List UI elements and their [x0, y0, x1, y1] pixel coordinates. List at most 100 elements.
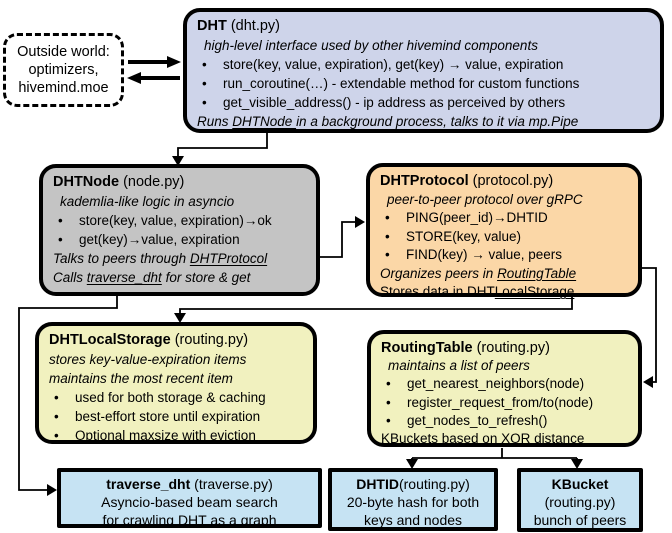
dhtlocalstorage-subtitle: maintains the most recent item	[49, 371, 233, 386]
dhtnode-subtitle: kademlia-like logic in asyncio	[60, 194, 235, 209]
dhtlocalstorage-box: DHTLocalStorage (routing.py) stores key-…	[35, 322, 317, 444]
dhtlocalstorage-title: DHTLocalStorage (routing.py)	[49, 331, 305, 350]
dhtprotocol-subtitle: peer-to-peer protocol over gRPC	[387, 191, 583, 207]
routingtable-title: RoutingTable (routing.py)	[381, 339, 630, 357]
arrowhead-left	[127, 72, 141, 84]
dhtlocalstorage-class-name: DHTLocalStorage	[49, 332, 171, 348]
bullet-icon: •	[58, 213, 63, 228]
dhtnode-class-name: DHTNode	[53, 174, 120, 190]
dht-file-name: (dht.py)	[230, 18, 281, 34]
dht-title: DHT (dht.py)	[197, 17, 652, 36]
dhtlocalstorage-bullet: •best-effort store until expiration	[49, 407, 305, 426]
routingtable-footer-note: KBuckets based on XOR distance	[381, 431, 585, 447]
link-traverse-dht: traverse_dht	[86, 270, 162, 285]
outside-world-box: Outside world: optimizers, hivemind.moe	[3, 33, 124, 107]
outside-world-line: Outside world:	[17, 44, 110, 60]
note-text: Organizes peers in	[380, 265, 498, 281]
routingtable-class-name: RoutingTable	[381, 340, 473, 356]
kbucket-box: KBucket (routing.py) bunch of peers	[517, 468, 643, 532]
dhtid-class-name: DHTID	[356, 476, 399, 492]
bullet-text: store(key, value, expiration)→ok	[79, 213, 272, 228]
note-text: Talks to peers through	[53, 251, 190, 266]
kbucket-file-name: (routing.py)	[544, 494, 616, 510]
link-dhtnode: DHTNode	[232, 114, 297, 129]
dhtnode-note-protocol: Talks to peers through DHTProtocol	[53, 249, 308, 268]
dhtnode-note-traverse: Calls traverse_dht for store & get	[53, 268, 308, 287]
traverse-dht-file-name: (traverse.py)	[194, 476, 273, 492]
dhtid-file-name: (routing.py)	[398, 476, 470, 492]
bullet-icon: •	[202, 57, 207, 72]
bullet-text: get_visible_address() - ip address as pe…	[223, 95, 566, 110]
traverse-dht-title: traverse_dht (traverse.py)	[61, 475, 318, 493]
dhtprotocol-bullet: • FIND(key) → value, peers	[380, 246, 630, 265]
arrowhead-right	[167, 56, 181, 68]
bullet-icon: •	[386, 412, 391, 428]
routingtable-bullet: •register_request_from/to(node)	[381, 394, 630, 412]
bullet-icon: •	[386, 394, 391, 410]
dht-subtitle: high-level interface used by other hivem…	[204, 38, 538, 53]
dhtlocalstorage-file-name: (routing.py)	[174, 332, 249, 348]
dhtprotocol-file-name: (protocol.py)	[472, 173, 554, 189]
dhtprotocol-bullet: •STORE(key, value)	[380, 228, 630, 247]
note-text: Stores data in DHT	[380, 284, 495, 299]
outside-world-line: hivemind.moe	[18, 80, 109, 96]
traverse-dht-line: Asyncio-based beam search	[101, 494, 278, 510]
bullet-text: FIND(key) → value, peers	[406, 247, 563, 262]
dhtlocalstorage-bullet: • Optional maxsize with eviction	[49, 426, 305, 445]
bullet-icon: •	[54, 428, 59, 443]
dht-bullet: • get_visible_address() - ip address as p…	[197, 93, 652, 112]
dhtid-line: keys and nodes	[363, 512, 463, 528]
dhtlocalstorage-subtitle: stores key-value-expiration items	[49, 352, 247, 367]
routingtable-bullet: •get_nearest_neighbors(node)	[381, 375, 630, 393]
dht-box: DHT (dht.py) high-level interface used b…	[183, 8, 664, 133]
bullet-text: run_coroutine(…) - extendable method for…	[223, 76, 580, 91]
routingtable-bullet: • get_nodes_to_refresh()	[381, 412, 630, 430]
dhtprotocol-note-routing: Organizes peers in RoutingTable	[380, 265, 630, 284]
arrowhead-dhtprotocol	[355, 216, 365, 228]
bullet-icon: •	[58, 232, 63, 247]
traverse-dht-line: for crawling DHT as a graph	[102, 512, 277, 528]
routingtable-box: RoutingTable (routing.py) maintains a li…	[367, 330, 642, 447]
dhtprotocol-note-storage: Stores data in DHTLocalStorage	[380, 283, 630, 302]
dht-class-name: DHT	[197, 18, 227, 34]
bullet-icon: •	[202, 95, 207, 110]
bullet-text: best-effort store until expiration	[75, 409, 261, 424]
dhtnode-bullet: • store(key, value, expiration)→ok	[53, 211, 308, 230]
dht-bullet: • run_coroutine(…) - extendable method fo…	[197, 74, 652, 93]
bullet-icon: •	[385, 210, 390, 225]
bullet-icon: •	[54, 390, 59, 405]
bullet-text: STORE(key, value)	[406, 228, 522, 244]
link-localstorage: LocalStorage	[494, 284, 575, 299]
note-text: Calls	[53, 270, 87, 285]
bullet-text: used for both storage & caching	[75, 390, 266, 405]
bullet-icon: •	[202, 76, 207, 91]
bullet-text: Optional maxsize with eviction	[75, 428, 256, 443]
dhtid-title: DHTID(routing.py)	[332, 475, 494, 493]
bullet-text: PING(peer_id)→DHTID	[406, 210, 548, 225]
arrowhead-traverse	[47, 484, 57, 496]
kbucket-line: bunch of peers	[533, 512, 627, 528]
bullet-text: get_nodes_to_refresh()	[407, 412, 548, 428]
dhtnode-bullet: •get(key)→value, expiration	[53, 230, 308, 249]
bullet-icon: •	[385, 247, 390, 262]
dht-footer-note: Runs DHTNode in a background process, ta…	[197, 112, 652, 131]
dhtprotocol-box: DHTProtocol (protocol.py) peer-to-peer p…	[366, 163, 642, 299]
kbucket-title: KBucket	[551, 476, 609, 492]
outside-world-line: optimizers,	[28, 62, 99, 78]
dhtnode-box: DHTNode (node.py) kademlia-like logic in…	[39, 164, 320, 296]
wire-routingtable-to-children	[411, 448, 578, 460]
routingtable-file-name: (routing.py)	[476, 340, 550, 356]
bullet-text: store(key, value, expiration), get(key) …	[223, 57, 564, 72]
note-text: Runs	[197, 114, 233, 129]
routingtable-subtitle: maintains a list of peers	[388, 358, 530, 374]
traverse-dht-box: traverse_dht (traverse.py) Asyncio-based…	[57, 468, 322, 528]
dhtnode-title: DHTNode (node.py)	[53, 173, 308, 192]
dhtprotocol-class-name: DHTProtocol	[380, 173, 469, 189]
dhtprotocol-title: DHTProtocol (protocol.py)	[380, 172, 630, 191]
dhtnode-file-name: (node.py)	[123, 174, 185, 190]
bullet-text: get_nearest_neighbors(node)	[407, 376, 585, 392]
arrowhead-routingtable	[643, 376, 653, 388]
traverse-dht-func-name: traverse_dht	[106, 476, 191, 492]
note-text: for store & get	[161, 270, 251, 285]
